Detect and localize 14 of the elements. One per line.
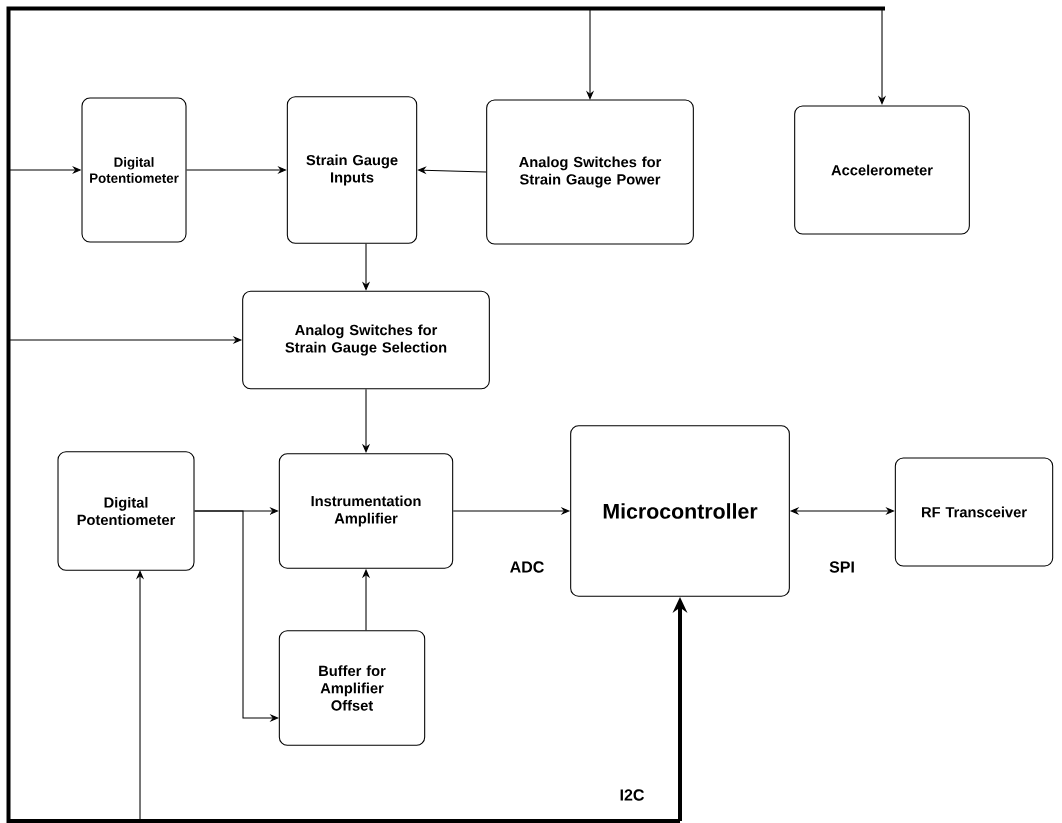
block-box: Accelerometer: [794, 105, 970, 235]
block-box: Microcontroller: [570, 425, 790, 597]
block-box: RF Transceiver: [894, 457, 1054, 567]
edge-label: SPI: [827, 560, 857, 574]
edge-label: ADC: [508, 560, 546, 574]
bus-line: [6, 6, 885, 823]
block-box: Buffer for Amplifier Offset: [278, 630, 426, 746]
block-box: Analog Switches for Strain Gauge Selection: [242, 290, 490, 390]
block-box: Instrumentation Amplifier: [278, 453, 454, 569]
block-box: Strain Gauge Inputs: [286, 96, 418, 244]
bus-label: I2C: [620, 789, 645, 801]
block-box: Digital Potentiometer: [57, 451, 195, 571]
block-box: Analog Switches for Strain Gauge Power: [486, 99, 694, 245]
block-box: Digital Potentiometer: [81, 97, 187, 243]
